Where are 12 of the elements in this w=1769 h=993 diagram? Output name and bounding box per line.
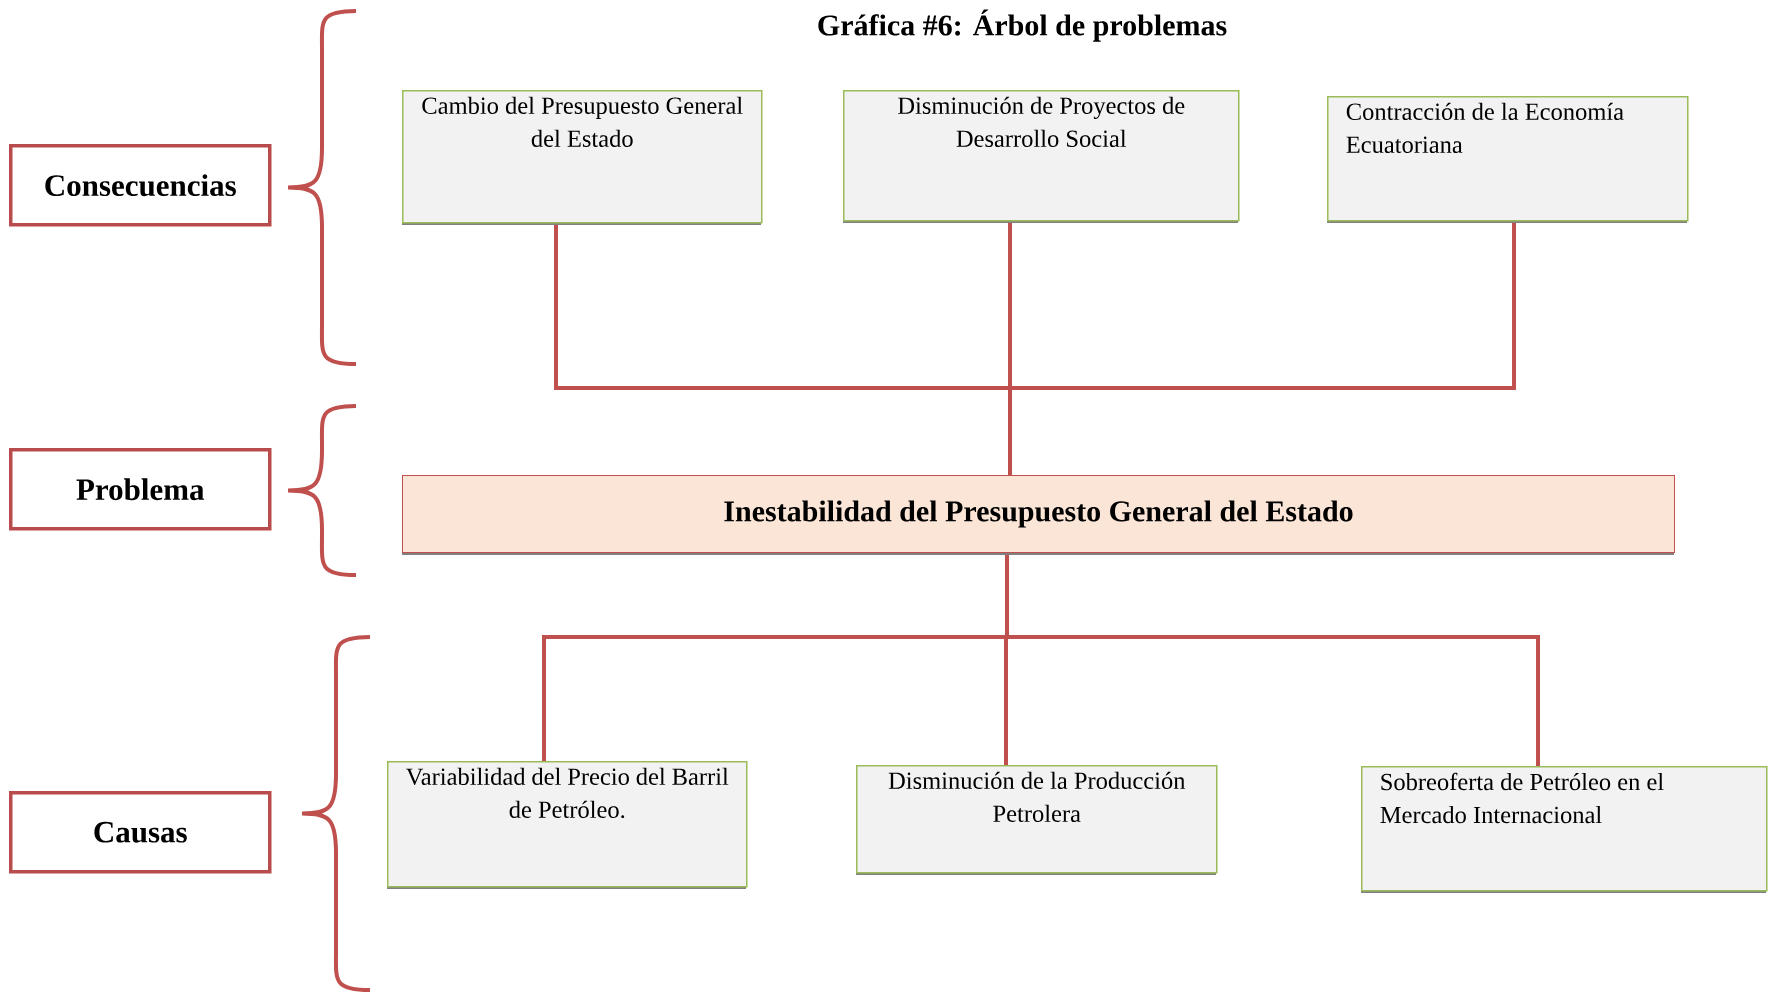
- section-label: Problema: [9, 448, 272, 531]
- consequence-box: Cambio del Presupuesto General del Estado: [401, 90, 763, 225]
- section-label: Consecuencias: [9, 144, 272, 227]
- cause-box: Sobreoferta de Petróleo en el Mercado Internacional: [1360, 766, 1768, 893]
- cause-box: Variabilidad del Precio del Barril de Petróleo.: [386, 761, 748, 889]
- section-label: Causas: [9, 791, 272, 874]
- connector-line: [1008, 220, 1516, 475]
- consequence-box: Contracción de la Economía Ecuatoriana: [1326, 96, 1689, 223]
- problem-box: Inestabilidad del Presupuesto General del Estado: [401, 475, 1675, 555]
- cause-box: Disminución de la Producción Petrolera: [855, 765, 1218, 875]
- consequence-box: Disminución de Proyectos de Desarrollo Social: [842, 90, 1240, 223]
- title: Gráfica #6: Árbol de problemas: [818, 9, 1227, 42]
